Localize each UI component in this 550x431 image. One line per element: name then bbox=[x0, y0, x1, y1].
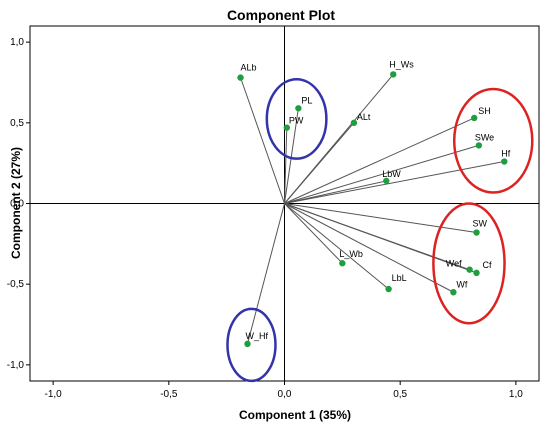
point-label-hf: Hf bbox=[501, 149, 510, 159]
group-ellipse-2 bbox=[226, 307, 277, 383]
point-l_wb bbox=[339, 260, 346, 267]
group-ellipse-3 bbox=[452, 87, 534, 194]
point-label-sh: SH bbox=[478, 106, 491, 116]
group-ellipse-1 bbox=[265, 78, 328, 160]
vector-alb bbox=[240, 77, 285, 204]
point-label-pw: PW bbox=[289, 116, 304, 126]
chart-title: Component Plot bbox=[227, 7, 335, 23]
point-label-swe: SWe bbox=[475, 132, 494, 142]
y-tick-label: -0,5 bbox=[7, 279, 25, 290]
point-pl bbox=[295, 105, 302, 112]
x-axis-label: Component 1 (35%) bbox=[239, 408, 351, 422]
vector-alt bbox=[284, 122, 355, 204]
vector-pl bbox=[284, 108, 299, 204]
y-axis-label: Component 2 (27%) bbox=[9, 147, 23, 259]
point-sh bbox=[471, 114, 478, 122]
vector-lbl bbox=[284, 203, 389, 290]
point-cf bbox=[473, 269, 480, 277]
vector-wf bbox=[284, 203, 454, 293]
x-tick-label: -0,5 bbox=[160, 389, 178, 400]
x-tick-label: 1,0 bbox=[509, 389, 523, 400]
point-lbw bbox=[383, 177, 390, 185]
vector-w_hf bbox=[246, 203, 285, 345]
vector-lbw bbox=[284, 180, 387, 204]
y-tick-label: 0,5 bbox=[10, 118, 24, 129]
axis-ticks: -1,0 -0,5 0,0 0,5 1,0 1,0 0,5 0,0 -0,5 -1,0 bbox=[7, 37, 523, 400]
point-h_ws bbox=[390, 71, 397, 78]
y-tick-label: 0,0 bbox=[10, 199, 24, 210]
point-label-lbl: LbL bbox=[392, 273, 407, 283]
vector-pw bbox=[284, 127, 288, 204]
point-alb bbox=[237, 74, 244, 81]
x-tick-label: 0,0 bbox=[278, 389, 292, 400]
point-pw bbox=[283, 124, 291, 131]
point-label-cf: Cf bbox=[483, 260, 492, 270]
y-tick-label: 1,0 bbox=[10, 37, 24, 48]
point-wef bbox=[466, 266, 473, 273]
point-label-lbw: LbW bbox=[382, 169, 401, 179]
point-label-alb: ALb bbox=[241, 63, 257, 73]
point-label-w_hf: W_Hf bbox=[245, 331, 268, 341]
point-sw bbox=[473, 229, 480, 236]
point-label-pl: PL bbox=[301, 95, 312, 105]
loading-vectors bbox=[240, 74, 505, 345]
x-tick-label: -1,0 bbox=[45, 389, 63, 400]
vector-sh bbox=[284, 117, 475, 204]
vector-hf bbox=[284, 161, 505, 204]
point-label-l_wb: L_Wb bbox=[339, 249, 363, 259]
group-ellipse-4 bbox=[432, 202, 506, 325]
point-w_hf bbox=[244, 340, 251, 348]
vector-cf bbox=[284, 203, 477, 274]
group-ellipses bbox=[226, 78, 534, 383]
point-label-wf: Wf bbox=[456, 279, 467, 289]
vector-l_wb bbox=[284, 203, 343, 264]
point-label-wef: Wef bbox=[446, 259, 462, 269]
point-swe bbox=[475, 142, 483, 149]
vector-swe bbox=[284, 144, 479, 204]
vector-sw bbox=[284, 203, 477, 234]
point-hf bbox=[501, 158, 508, 165]
y-tick-label: -1,0 bbox=[7, 360, 25, 371]
x-tick-label: 0,5 bbox=[393, 389, 407, 400]
point-alt bbox=[350, 119, 358, 127]
point-wf bbox=[450, 289, 457, 296]
point-lbl bbox=[385, 285, 392, 293]
point-label-alt: ALt bbox=[357, 112, 371, 122]
point-label-h_ws: H_Ws bbox=[389, 59, 414, 69]
point-label-sw: SW bbox=[473, 219, 488, 229]
